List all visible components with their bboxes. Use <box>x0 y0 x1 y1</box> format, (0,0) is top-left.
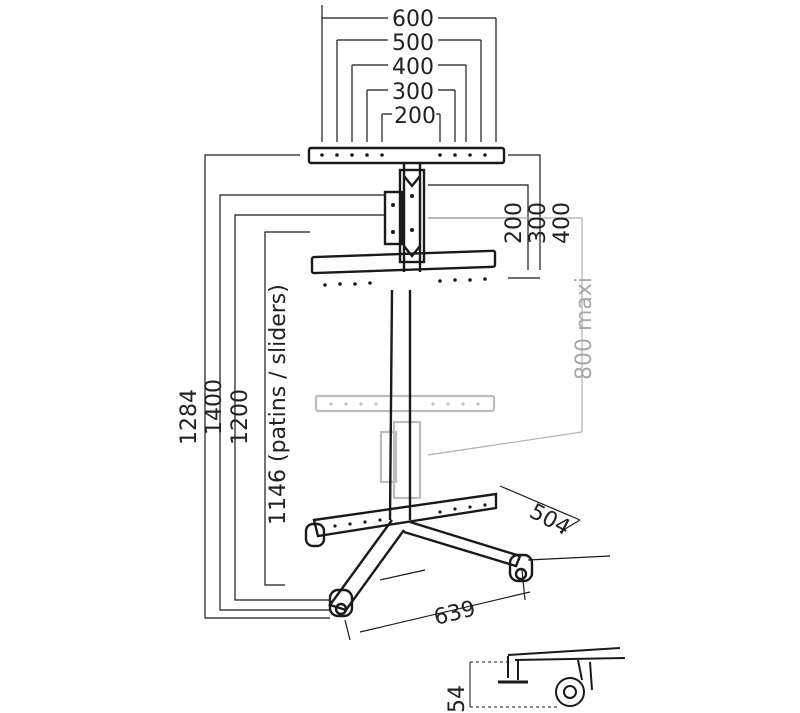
max-travel-label: 800 maxi <box>572 277 597 380</box>
ghost-holes <box>329 402 480 406</box>
height-1284: 1284 <box>177 389 202 445</box>
caster-height-label: 54 <box>445 685 470 713</box>
max-travel-line <box>427 217 583 456</box>
caster-right <box>508 553 534 583</box>
upper-crossbar <box>310 249 497 275</box>
vesa-width-labels: 600 500 400 300 200 <box>392 7 436 129</box>
vesa-height-400: 400 <box>550 202 575 244</box>
base-holes <box>333 503 487 528</box>
caster-detail <box>469 647 626 708</box>
top-crossbar <box>307 146 506 165</box>
base-width-label: 639 <box>431 596 478 630</box>
base <box>304 492 534 618</box>
height-1146: 1146 (patins / sliders) <box>266 284 291 525</box>
top-mount <box>307 146 506 287</box>
vesa-width-500: 500 <box>392 31 434 56</box>
top-bracket-plate <box>383 190 404 246</box>
ghost-bracket-plate <box>379 430 398 484</box>
base-crossbar <box>312 492 498 538</box>
caster-front <box>328 588 354 618</box>
top-holes <box>320 153 487 287</box>
dim-line-1146 <box>264 231 310 586</box>
lower-mount-ghost <box>314 394 496 500</box>
vesa-height-200: 200 <box>502 202 527 244</box>
vesa-width-600: 600 <box>392 7 434 32</box>
dim-line-1400 <box>219 194 385 611</box>
top-bracket <box>398 168 426 264</box>
height-1200: 1200 <box>228 389 253 445</box>
bracket-v <box>403 175 421 188</box>
ghost-crossbar <box>314 394 496 413</box>
front-leg <box>328 519 405 612</box>
dimension-lines <box>204 5 611 641</box>
vesa-width-300: 300 <box>392 80 434 105</box>
height-labels: 1284 1400 1200 1146 (patins / sliders) <box>177 284 291 525</box>
caster-left <box>304 522 326 548</box>
bracket-v-lower <box>403 245 421 258</box>
right-leg <box>403 520 522 568</box>
vesa-width-400: 400 <box>392 55 434 80</box>
vesa-height-labels: 200 300 400 <box>502 202 575 244</box>
ghost-bracket <box>392 420 422 500</box>
dim-line-1200 <box>234 214 385 601</box>
vesa-height-300: 300 <box>526 202 551 244</box>
dim-line-1284 <box>204 154 330 619</box>
height-1400: 1400 <box>202 379 227 435</box>
base-depth-label: 504 <box>525 499 574 541</box>
vesa-width-200: 200 <box>394 104 436 129</box>
